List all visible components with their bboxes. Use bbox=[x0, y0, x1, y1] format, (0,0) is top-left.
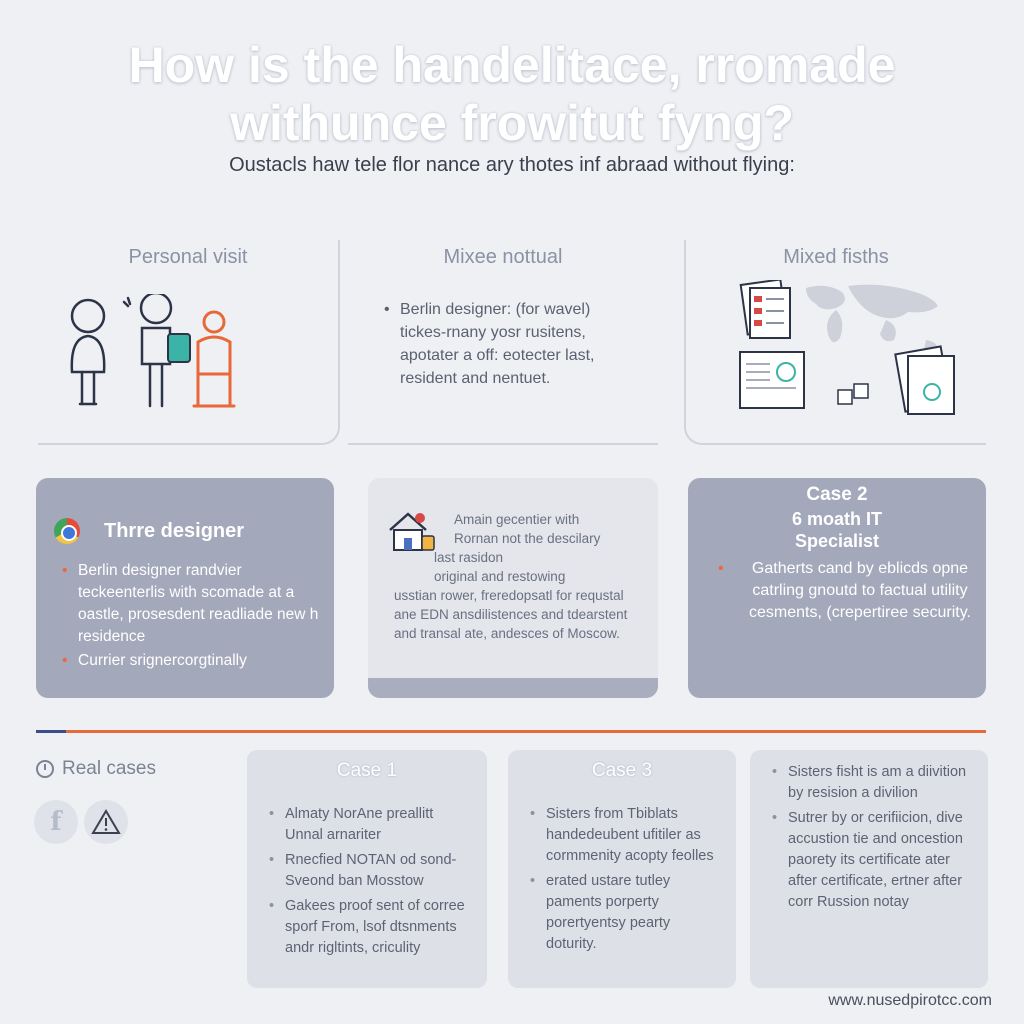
case4-card: Sisters fisht is am a diivition by resis… bbox=[750, 750, 988, 988]
chrome-icon bbox=[54, 518, 80, 544]
case3-list: Sisters from Tbiblats handedeubent ufiti… bbox=[528, 804, 722, 955]
mixed-fisths-heading: Mixed fisths bbox=[783, 246, 889, 268]
case2-subtitle-line-2: Specialist bbox=[794, 531, 880, 551]
list-item: Rnecfied NOTAN od sond- Sveond ban Mosst… bbox=[267, 850, 473, 892]
documents-world-map-illustration bbox=[739, 280, 955, 415]
case2-subtitle-line-1: 6 moath IT bbox=[791, 509, 882, 529]
mixed-notual-heading: Mixee nottual bbox=[443, 246, 563, 268]
middle-line: Amain gecentier with bbox=[454, 512, 580, 527]
title-line-1: How is the handelitace, rromade bbox=[128, 37, 896, 93]
case4-list: Sisters fisht is am a diivition by resis… bbox=[770, 762, 974, 913]
list-item: Gatherts cand by eblicds opne catrling g… bbox=[718, 558, 976, 624]
house-icon bbox=[389, 512, 435, 551]
list-item: Sisters fisht is am a diivition by resis… bbox=[770, 762, 974, 804]
real-cases-label: Real cases bbox=[36, 758, 156, 780]
case1-card: Case 1 Almaty NorAne preallitt Unnal arn… bbox=[247, 750, 487, 988]
list-item: erated ustare tutley paments porperty po… bbox=[528, 871, 722, 955]
footer-url[interactable]: www.nusedpirotcc.com bbox=[828, 992, 992, 1009]
case2-card: Case 2 6 moath IT Specialist Gatherts ca… bbox=[688, 478, 986, 698]
warning-triangle-glyph bbox=[91, 809, 121, 834]
mixed-notual-text: • Berlin designer: (for wavel) tickes-rn… bbox=[384, 298, 638, 390]
mixed-fisths-panel: Mixed fisths bbox=[684, 240, 986, 445]
designer-card: Thrre designer Berlin designer randvier … bbox=[36, 478, 334, 698]
page-subtitle: Oustacls haw tele flor nance ary thotes … bbox=[229, 154, 795, 176]
personal-visit-panel: Personal visit bbox=[38, 240, 340, 445]
page-title: How is the handelitace, rromade withunce… bbox=[0, 36, 1024, 152]
title-line-2: withunce frowitut fyng? bbox=[230, 95, 794, 151]
clock-icon bbox=[36, 760, 54, 778]
designer-card-title: Thrre designer bbox=[104, 519, 245, 542]
designer-card-header: Thrre designer bbox=[54, 518, 244, 544]
list-item: Currier srignercorgtinally bbox=[60, 650, 330, 672]
case1-title: Case 1 bbox=[336, 760, 398, 781]
middle-line: usstian rower, freredopsatl for requstal… bbox=[394, 588, 628, 641]
case3-card: Case 3 Sisters from Tbiblats handedeuben… bbox=[508, 750, 736, 988]
middle-info-text: Amain gecentier with Rornan not the desc… bbox=[394, 510, 644, 643]
list-item: Gakees proof sent of corree sporf From, … bbox=[267, 896, 473, 959]
middle-line: Rornan not the descilary bbox=[454, 531, 601, 546]
middle-line: original and restowing bbox=[434, 569, 566, 584]
mixed-notual-body: Berlin designer: (for wavel) tickes-rnan… bbox=[400, 301, 595, 387]
people-illustration bbox=[70, 294, 236, 408]
list-item: Sisters from Tbiblats handedeubent ufiti… bbox=[528, 804, 722, 867]
mixed-notual-panel: Mixee nottual • Berlin designer: (for wa… bbox=[348, 240, 658, 445]
designer-list: Berlin designer randvier teckeenterlis w… bbox=[60, 560, 330, 672]
list-item: Berlin designer randvier teckeenterlis w… bbox=[60, 560, 330, 648]
real-cases-text: Real cases bbox=[62, 758, 156, 779]
card-footer-bar bbox=[368, 678, 658, 698]
facebook-icon[interactable]: f bbox=[34, 800, 78, 844]
personal-visit-heading: Personal visit bbox=[128, 246, 248, 268]
middle-info-card: Amain gecentier with Rornan not the desc… bbox=[368, 478, 658, 698]
warning-icon[interactable] bbox=[84, 800, 128, 844]
case2-list: Gatherts cand by eblicds opne catrling g… bbox=[718, 558, 976, 624]
case3-title: Case 3 bbox=[591, 760, 653, 781]
case2-title: Case 2 bbox=[806, 484, 868, 505]
list-item: Almaty NorAne preallitt Unnal arnariter bbox=[267, 804, 473, 846]
case2-subtitle: 6 moath IT Specialist bbox=[688, 508, 986, 552]
case1-list: Almaty NorAne preallitt Unnal arnariter … bbox=[267, 804, 473, 959]
list-item: Sutrer by or cerifiicion, dive accustion… bbox=[770, 808, 974, 913]
middle-line: last rasidon bbox=[434, 550, 504, 565]
section-divider bbox=[36, 730, 986, 733]
